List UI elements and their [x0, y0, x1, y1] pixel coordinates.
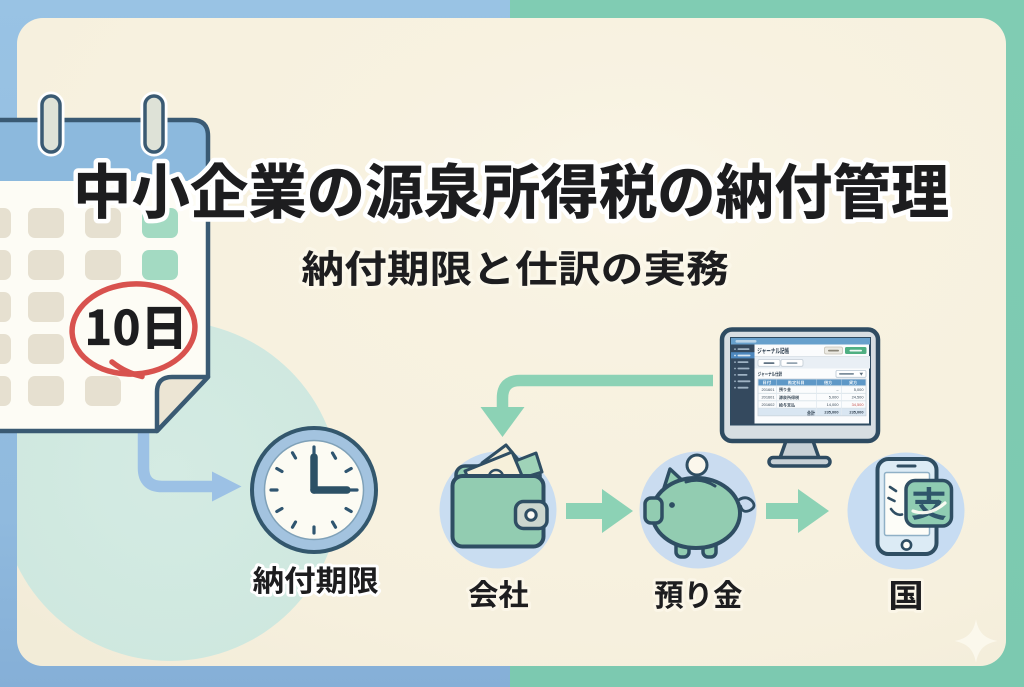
calendar-illustration [0, 91, 211, 434]
arrow-deposit-to-country [766, 489, 829, 533]
screen-tab-inactive[interactable] [780, 359, 804, 367]
screen-topbar [731, 338, 870, 345]
table-row-debit: – [836, 387, 839, 392]
screen-sidebar [731, 344, 755, 425]
clock-icon [250, 426, 378, 554]
table-row-credit: 5,000 [854, 387, 865, 392]
table-grid-lines [758, 385, 866, 416]
country-label-text [891, 581, 921, 612]
table-row-date: 201601 [762, 387, 775, 392]
table-row-credit: 34,500 [852, 402, 865, 407]
phone-screen-marks [887, 485, 904, 517]
screen-filter-dropdown[interactable] [835, 370, 867, 378]
piggy-coin-slot [684, 478, 717, 488]
piggy-bank-icon [639, 451, 757, 569]
monitor-illustration: 201601 – 5,000 201601 5,000 24,500 20160… [719, 327, 881, 468]
chevron-down-icon [859, 372, 864, 376]
calendar-page-curl [154, 374, 211, 434]
screen-total-row [758, 408, 866, 416]
table-row-debit: 14,000 [827, 402, 840, 407]
wallet-icon [439, 443, 557, 569]
calendar-ring [140, 91, 168, 157]
screen-topbar-label-bar [735, 340, 757, 343]
company-label-text [469, 580, 528, 610]
monitor-stand-neck [778, 439, 821, 460]
table-row-debit: 5,000 [829, 394, 840, 399]
screen-primary-button[interactable] [845, 347, 867, 354]
arrow-company-to-deposit [566, 489, 633, 533]
table-total-debit: 235,000 [824, 410, 838, 415]
payment-badge-swoosh [911, 501, 947, 515]
screen-journal-table: 201601 – 5,000 201601 5,000 24,500 20160… [757, 378, 867, 417]
arrow-monitor-to-company [480, 374, 713, 437]
table-row-date: 201601 [762, 394, 775, 399]
payment-phone-icon [847, 452, 965, 570]
coin-icon [685, 453, 709, 477]
screen-secondary-button[interactable] [824, 346, 843, 355]
screen-sidebar-items[interactable] [734, 348, 751, 389]
calendar-red-circle [69, 281, 198, 380]
page-title-text [78, 162, 948, 222]
calendar-ring [37, 91, 65, 157]
table-row-date: 201602 [762, 402, 775, 407]
sparkle-icon [954, 619, 998, 663]
arrow-calendar-to-deadline [137, 366, 242, 502]
monitor-stand-base [767, 455, 832, 468]
screen-tab-active[interactable] [757, 359, 781, 367]
table-row-credit: 24,500 [852, 394, 865, 399]
piggy-tail [734, 496, 756, 513]
table-total-credit: 235,000 [849, 410, 863, 415]
clock-hands [310, 453, 351, 494]
deadline-label-text [253, 566, 378, 596]
